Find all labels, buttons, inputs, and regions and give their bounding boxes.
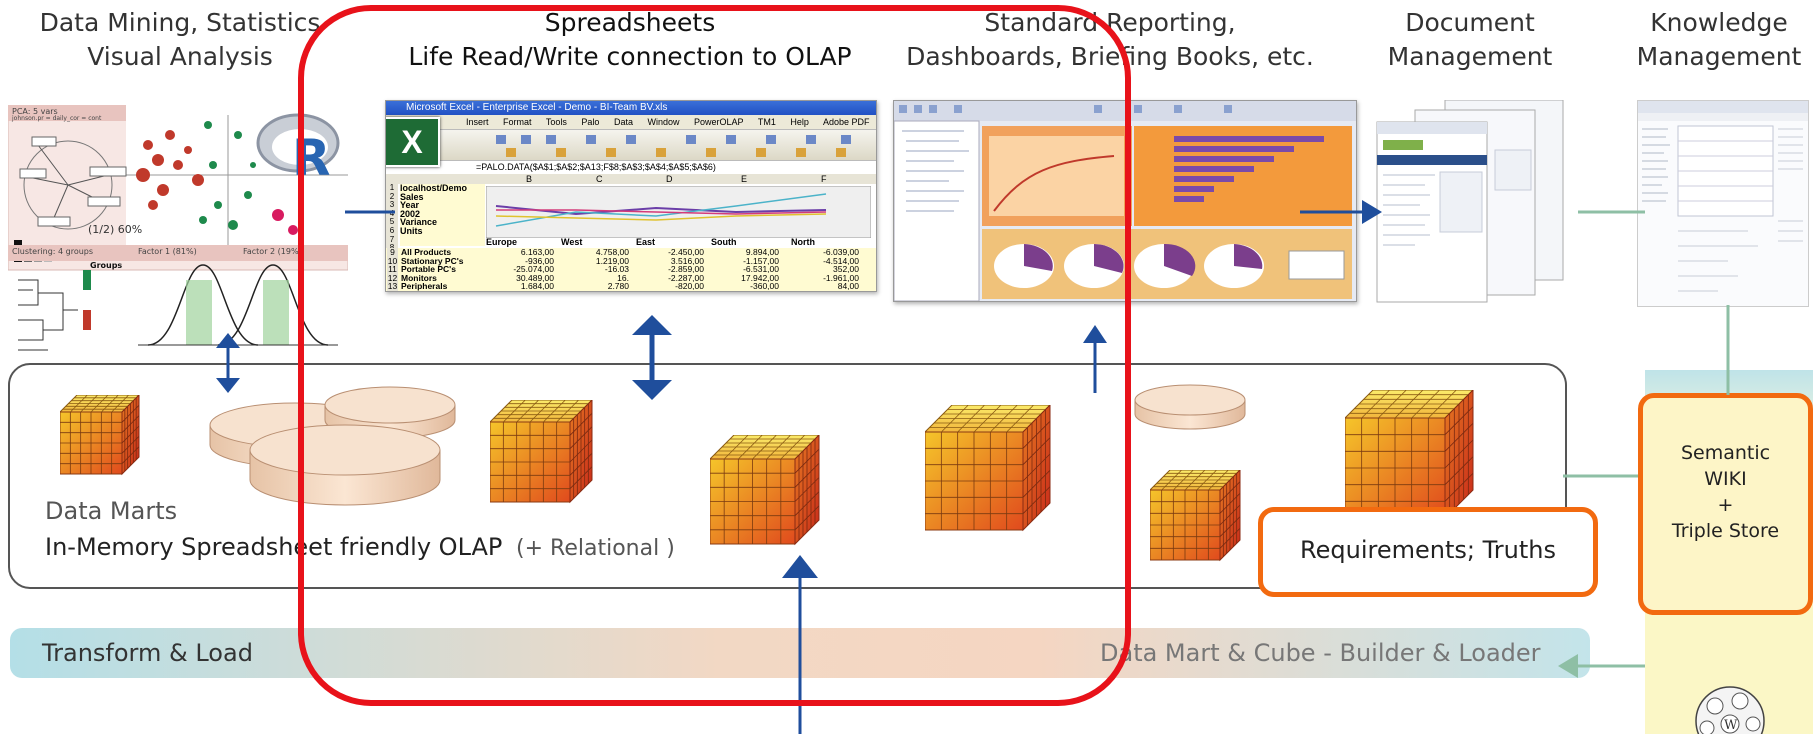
datamining-header-line2: Visual Analysis xyxy=(87,42,273,71)
reporting-header-line1: Standard Reporting, xyxy=(984,8,1236,37)
menu-powerolap[interactable]: PowerOLAP xyxy=(694,117,744,127)
knowledge-header-line2: Management xyxy=(1636,42,1802,71)
semantic-wiki-box: Semantic WIKI + Triple Store xyxy=(1638,393,1813,615)
pct-label: (1/2) 60% xyxy=(88,223,143,236)
svg-text:W: W xyxy=(1724,718,1738,733)
spreadsheets-header-line1: Spreadsheets xyxy=(544,8,716,37)
col-b: B xyxy=(526,174,533,184)
excel-menu-bar[interactable]: Insert Format Tools Palo Data Window Pow… xyxy=(386,115,876,129)
olap-cube xyxy=(60,395,140,476)
excel-window[interactable]: Microsoft Excel - Enterprise Excel - Dem… xyxy=(385,100,877,292)
semantic-line3: + xyxy=(1717,494,1734,516)
reporting-header: Standard Reporting, Dashboards, Briefing… xyxy=(900,6,1320,74)
table-cell[interactable]: 1.684,00 xyxy=(520,281,554,292)
knowledge-header: Knowledge Management xyxy=(1625,6,1813,74)
excel-left-labels: localhost/Demo Sales Year 2002 Variance … xyxy=(400,184,485,246)
semantic-line2: WIKI xyxy=(1704,468,1747,490)
menu-palo[interactable]: Palo xyxy=(581,117,600,127)
menu-data[interactable]: Data xyxy=(613,117,633,127)
menu-adobe-pdf[interactable]: Adobe PDF xyxy=(822,117,870,127)
factor1-label: Factor 1 (81%) xyxy=(138,247,197,256)
arrowhead-spreadsheet-up xyxy=(632,315,672,335)
datamarts-subtitle: In-Memory Spreadsheet friendly OLAP (+ R… xyxy=(45,533,675,561)
datamarts-title: Data Marts xyxy=(45,497,178,525)
requirements-label: Requirements; Truths xyxy=(1300,536,1556,564)
datamining-header: Data Mining, Statistics Visual Analysis xyxy=(15,6,345,74)
spreadsheets-header-line2: Life Read/Write connection to OLAP xyxy=(408,42,852,71)
toolbar-icons xyxy=(496,135,851,157)
reporting-header-line2: Dashboards, Briefing Books, etc. xyxy=(906,42,1314,71)
datamining-visuals: R PCA: 5 vars johnson.pr = daily_cor = c… xyxy=(7,104,349,365)
region-europe: Europe xyxy=(486,237,518,247)
knowledge-header-line1: Knowledge xyxy=(1650,8,1788,37)
reporting-dashboard xyxy=(893,100,1357,302)
table-cell[interactable]: 84,00 xyxy=(837,281,859,292)
menu-window[interactable]: Window xyxy=(647,117,680,127)
cell-units: Units xyxy=(400,225,423,236)
r-logo: R xyxy=(292,129,331,187)
col-e: E xyxy=(741,174,748,184)
semantic-line1: Semantic xyxy=(1680,442,1771,464)
wiki-logo-icon: W xyxy=(1695,686,1765,734)
table-cell[interactable]: -360,00 xyxy=(750,281,779,292)
excel-line-chart xyxy=(486,186,871,238)
groups-label: Groups xyxy=(90,261,123,270)
arrowhead-reporting-up xyxy=(1083,325,1107,343)
transform-left-label: Transform & Load xyxy=(42,639,253,667)
spreadsheets-header: Spreadsheets Life Read/Write connection … xyxy=(380,6,880,74)
formula-bar[interactable]: =PALO.DATA($A$1;$A$2;$A13;F$8;$A$3;$A$4;… xyxy=(386,161,876,175)
transform-right-label: Data Mart & Cube - Builder & Loader xyxy=(1100,639,1541,667)
semantic-wiki-text: Semantic WIKI + Triple Store xyxy=(1643,440,1808,544)
doc-windows xyxy=(1376,99,1564,303)
region-east: East xyxy=(636,237,656,247)
row-label: Peripherals xyxy=(401,281,448,292)
olap-cube xyxy=(710,435,820,546)
table-cell[interactable]: 2.780 xyxy=(607,281,629,292)
requirements-box: Requirements; Truths xyxy=(1258,507,1598,597)
docmgmt-header: Document Management xyxy=(1375,6,1565,74)
wiki-page xyxy=(1638,101,1808,292)
excel-logo-icon: X xyxy=(386,117,440,167)
col-c: C xyxy=(596,174,603,184)
pca-sub-label: johnson.pr = daily_cor = cont xyxy=(12,115,102,122)
menu-format[interactable]: Format xyxy=(503,117,532,127)
menu-insert[interactable]: Insert xyxy=(466,117,489,127)
dashboard-visual xyxy=(894,101,1356,301)
datamarts-subtitle-relational: (+ Relational ) xyxy=(516,536,675,561)
statistics-plots: R xyxy=(7,104,349,351)
docmgmt-header-line2: Management xyxy=(1387,42,1553,71)
excel-title-bar: Microsoft Excel - Enterprise Excel - Dem… xyxy=(386,101,876,115)
excel-toolbar[interactable] xyxy=(386,129,876,161)
menu-tm1[interactable]: TM1 xyxy=(757,117,776,127)
factor2-label: Factor 2 (19%) xyxy=(243,247,302,256)
region-headers: Europe West East South North xyxy=(486,238,876,247)
semantic-line4: Triple Store xyxy=(1671,520,1780,542)
knowledge-management-visual xyxy=(1637,100,1809,307)
row-number: 13 xyxy=(387,281,398,292)
olap-cube xyxy=(925,405,1051,532)
clustering-label: Clustering: 4 groups xyxy=(12,247,94,256)
col-f: F xyxy=(821,174,827,184)
region-north: North xyxy=(791,237,815,247)
pca-label: PCA: 5 vars xyxy=(12,107,58,116)
datamining-header-line1: Data Mining, Statistics xyxy=(39,8,321,37)
olap-cube xyxy=(490,400,593,504)
docmgmt-header-line1: Document xyxy=(1405,8,1535,37)
region-south: South xyxy=(711,237,737,247)
region-west: West xyxy=(561,237,583,247)
menu-help[interactable]: Help xyxy=(790,117,809,127)
datamarts-subtitle-main: In-Memory Spreadsheet friendly OLAP xyxy=(45,533,503,561)
col-d: D xyxy=(666,174,673,184)
excel-grid[interactable]: B C D E F 1 2 3 4 5 6 7 8 localhost/Demo… xyxy=(386,174,876,291)
document-management-visual xyxy=(1375,99,1565,305)
olap-cube xyxy=(1150,470,1241,562)
menu-tools[interactable]: Tools xyxy=(545,117,567,127)
table-cell[interactable]: -820,00 xyxy=(675,281,704,292)
olap-cube xyxy=(1345,390,1474,520)
